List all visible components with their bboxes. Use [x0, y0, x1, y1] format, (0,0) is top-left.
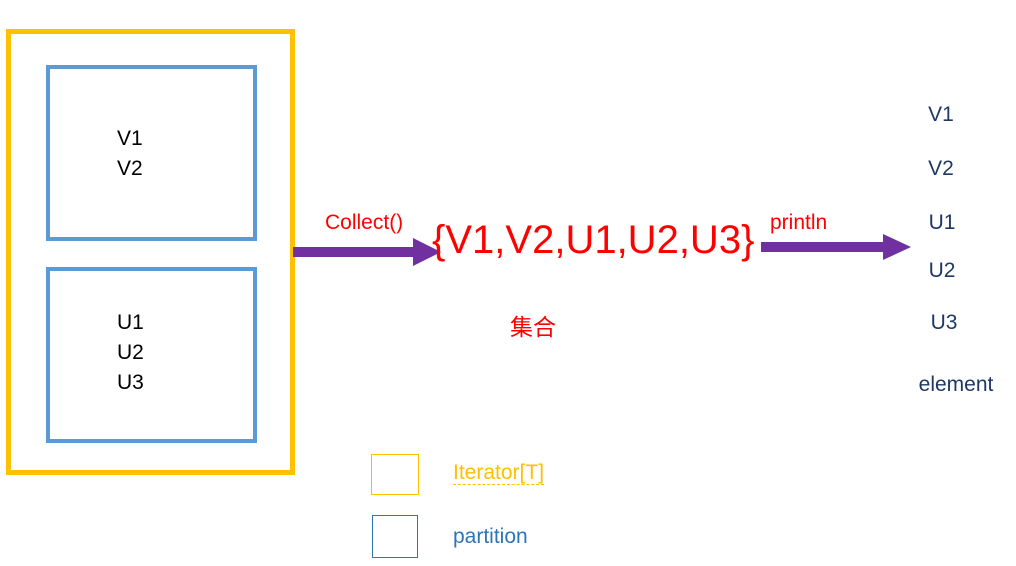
partition-2-items: U1 U2 U3: [117, 308, 144, 398]
legend-iterator-label: Iterator[T]: [453, 461, 545, 485]
legend-iterator-swatch: [371, 454, 419, 495]
output-item: U3: [930, 311, 958, 334]
println-arrow: [761, 234, 911, 260]
partition-box-2: [46, 267, 257, 443]
partition-item: U2: [117, 341, 144, 364]
output-item: V2: [928, 157, 954, 180]
legend-partition-label: partition: [453, 525, 528, 548]
output-item: V1: [928, 103, 954, 126]
legend-partition-swatch: [372, 515, 418, 558]
partition-item: V1: [117, 127, 143, 150]
collect-label: Collect(): [325, 211, 404, 234]
collect-arrow: [293, 238, 441, 266]
partition-box-1: [46, 65, 257, 241]
output-caption: element: [918, 373, 994, 396]
output-item: U1: [928, 211, 956, 234]
collection-caption: 集合: [510, 315, 556, 341]
output-item: U2: [928, 259, 956, 282]
iterator-box: [6, 29, 295, 475]
partition-1-items: V1 V2: [117, 124, 143, 184]
partition-item: U3: [117, 371, 144, 394]
partition-item: U1: [117, 311, 144, 334]
partition-item: V2: [117, 157, 143, 180]
println-label: println: [770, 211, 828, 234]
collection-text: {V1,V2,U1,U2,U3}: [432, 218, 755, 262]
